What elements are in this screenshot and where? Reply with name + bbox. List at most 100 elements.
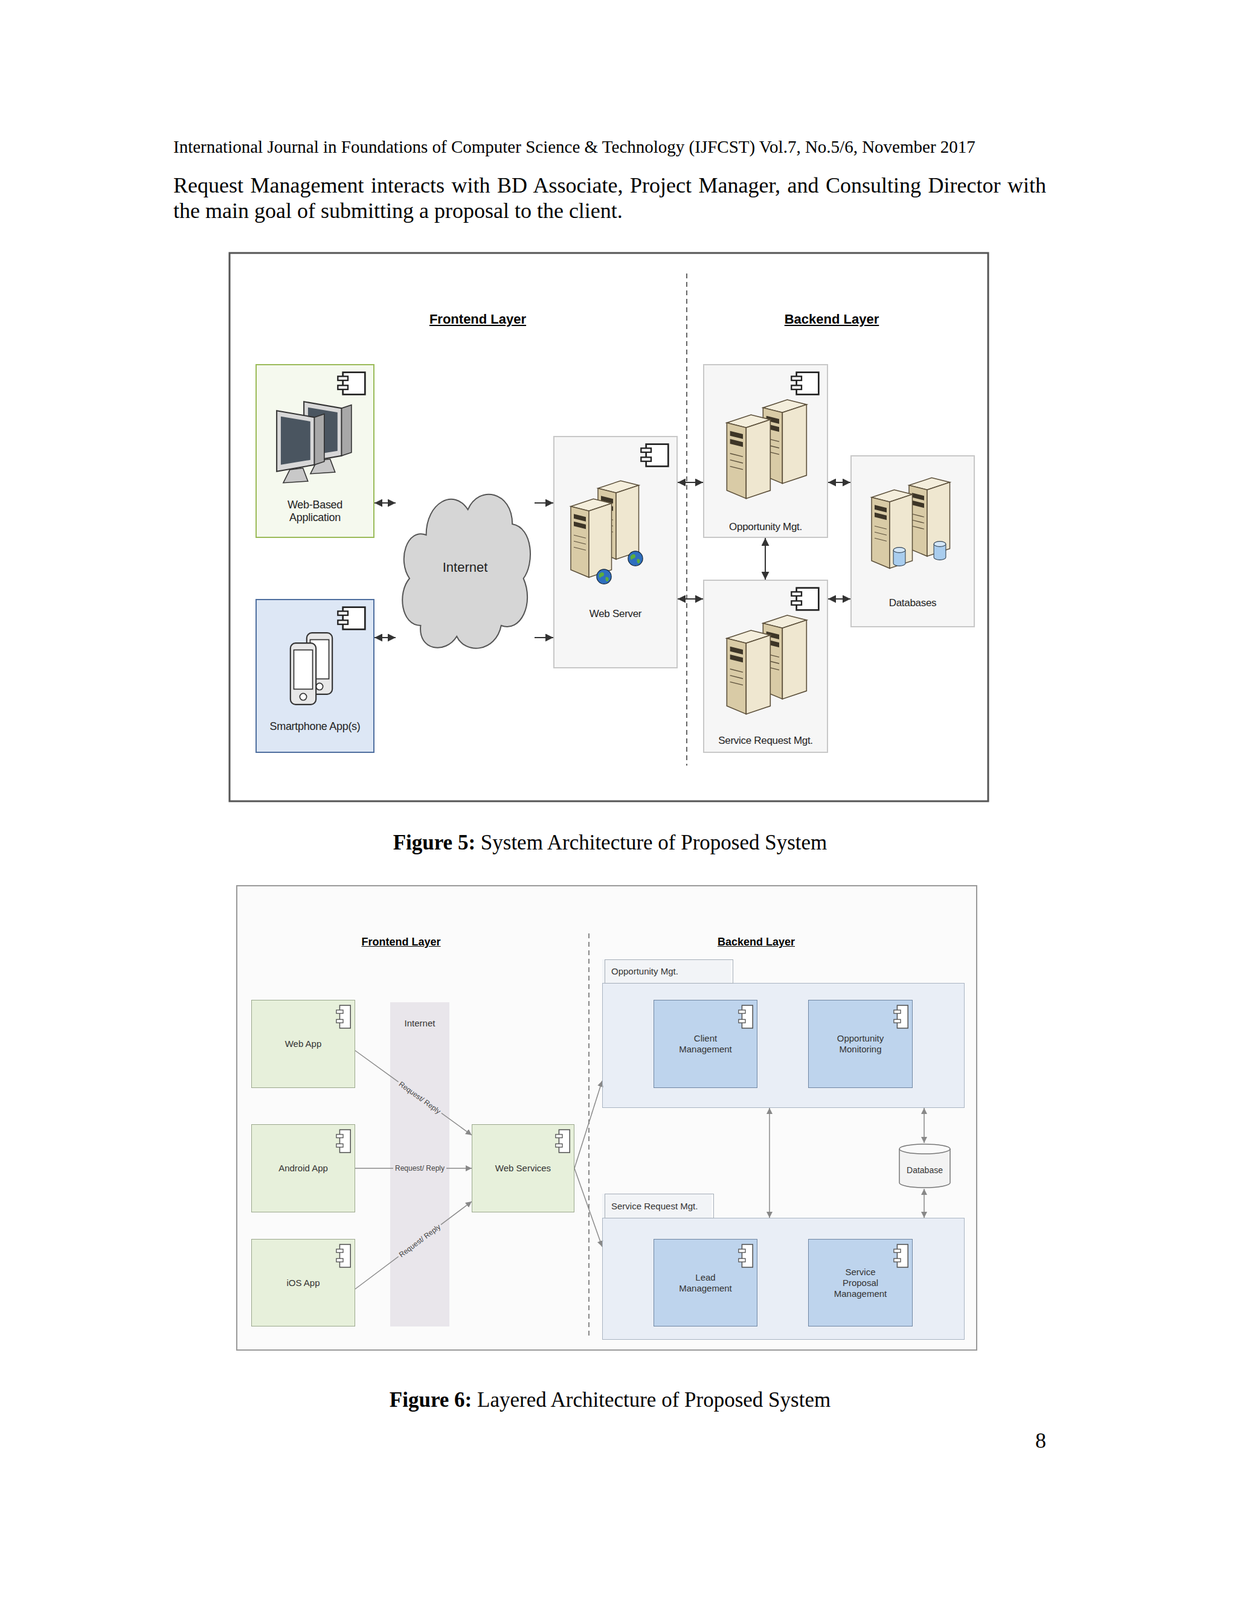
layer-divider: [686, 273, 688, 766]
connector: [374, 637, 396, 639]
panel-fill: [602, 983, 965, 1109]
edge-label: Request/ Reply: [393, 1164, 447, 1173]
globe-icon: [628, 551, 643, 566]
body-paragraph: Request Management interacts with BD Ass…: [173, 172, 1047, 224]
figure-frame: [229, 253, 989, 802]
panel-fill: [602, 1218, 965, 1341]
database-box: Databases: [850, 455, 975, 628]
box-fill: [653, 1239, 758, 1327]
component-box: Client Management: [653, 1000, 758, 1089]
app-box: Web App: [251, 1000, 356, 1089]
connector: [534, 502, 554, 504]
server-box: Opportunity Mgt.: [703, 364, 829, 539]
component-icon: [893, 1244, 908, 1268]
box-fill: [251, 1239, 356, 1327]
component-icon: [791, 588, 819, 611]
box-fill: [703, 579, 829, 754]
node-label: Internet: [404, 1018, 436, 1030]
connector: [923, 1108, 925, 1144]
application-box: Web-Based Application: [255, 364, 375, 539]
figure-frame: [236, 886, 977, 1351]
internet-cloud: Internet: [395, 477, 535, 659]
component-icon: [336, 1130, 351, 1154]
node-label: Web Server: [589, 608, 642, 621]
component-icon: [640, 444, 669, 467]
box-fill: [255, 599, 375, 754]
connector: [355, 1050, 472, 1136]
node-label: Client Management: [675, 1033, 736, 1056]
layer-divider: [588, 933, 590, 1338]
server-icon: [871, 489, 913, 569]
band-fill: [390, 1002, 450, 1327]
node-label: Web Services: [495, 1163, 551, 1175]
node-label: iOS App: [286, 1278, 320, 1289]
node-label: Internet: [442, 559, 489, 576]
module-group: Opportunity Mgt. Client Management Opportu…: [602, 959, 965, 1109]
figure-caption: System Architecture of Proposed System: [480, 831, 828, 855]
database-icon: [933, 541, 946, 561]
component-icon: [738, 1244, 753, 1268]
node-label: Database: [906, 1165, 943, 1176]
connector: [574, 1081, 603, 1169]
cylinder-top: [899, 1144, 951, 1155]
component-icon: [893, 1005, 908, 1029]
connector: [677, 481, 704, 484]
layer-heading: Backend Layer: [717, 935, 795, 949]
component-box: Service Proposal Management: [808, 1239, 913, 1327]
group-heading: Service Request Mgt.: [604, 1194, 714, 1219]
module-panel: [602, 983, 965, 1109]
box-fill: [653, 1000, 758, 1089]
layer-heading: Frontend Layer: [361, 935, 441, 949]
node-label: Android App: [278, 1163, 328, 1175]
connector: [677, 598, 704, 600]
box-fill: [471, 1124, 575, 1213]
node-label: Databases: [889, 597, 937, 610]
node-label: Opportunity Mgt.: [729, 521, 803, 534]
connector: [828, 481, 851, 484]
monitor-icon: [276, 410, 325, 483]
box-fill: [553, 436, 678, 669]
figure-caption: Figure 5:: [393, 831, 476, 855]
application-box: Smartphone App(s): [255, 599, 375, 754]
connector: [534, 637, 554, 639]
server-icon: [726, 414, 771, 499]
node-label: Web-Based Application: [269, 498, 361, 525]
layer-heading: Backend Layer: [784, 311, 880, 328]
connector: [768, 1108, 771, 1219]
cylinder-body: [899, 1149, 951, 1189]
box-fill: [850, 455, 975, 628]
component-icon: [336, 1244, 351, 1268]
node-label: Opportunity Monitoring: [830, 1033, 891, 1056]
component-icon: [337, 607, 365, 630]
running-header: International Journal in Foundations of …: [173, 136, 976, 158]
component-icon: [738, 1005, 753, 1029]
server-box: Service Request Mgt.: [703, 579, 829, 754]
caption-line: Figure 6:Layered Architecture of Propose…: [389, 1388, 831, 1414]
figure-caption: Figure 6:: [389, 1388, 472, 1413]
node-label: Smartphone App(s): [269, 720, 361, 734]
connector: [923, 1189, 925, 1219]
database-icon: [893, 547, 906, 567]
box-fill: [255, 364, 375, 539]
component-icon: [555, 1130, 570, 1154]
box-fill: [808, 1000, 913, 1089]
node-label: Service Request Mgt.: [718, 735, 813, 748]
group-heading: Opportunity Mgt.: [604, 959, 734, 984]
page-number: 8: [1035, 1428, 1047, 1455]
service-box: Web Services: [471, 1124, 575, 1213]
database-cylinder: Database: [898, 1143, 952, 1190]
connector: [574, 1168, 603, 1248]
module-group: Service Request Mgt.Lead ManagementServi…: [602, 1194, 965, 1341]
figure-caption: Layered Architecture of Proposed System: [477, 1388, 831, 1413]
box-fill: [251, 1124, 356, 1213]
node-label: Web App: [285, 1038, 322, 1050]
app-box: iOS App: [251, 1239, 356, 1327]
connector: [764, 538, 766, 580]
connector: [828, 598, 851, 600]
component-box: Opportunity Monitoring: [808, 1000, 913, 1089]
caption-line: Figure 5:System Architecture of Proposed…: [393, 830, 828, 856]
box-fill: [808, 1239, 913, 1327]
